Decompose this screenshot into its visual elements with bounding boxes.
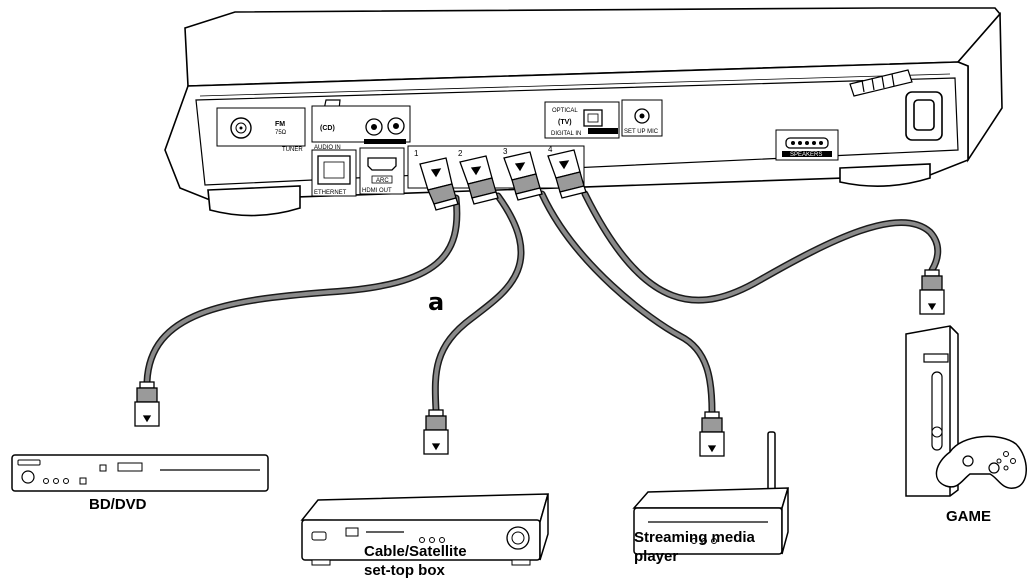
hdmi-in-number-2: 2	[458, 149, 463, 158]
callout-a: a	[428, 288, 445, 316]
tv-label: (TV)	[558, 119, 572, 126]
setup-mic-block: SET UP MIC	[621, 99, 663, 137]
fm-label: FM	[275, 121, 285, 128]
tuner-block: FM 75Ω TUNER	[216, 107, 306, 153]
receiver-foot-right	[839, 163, 931, 187]
hdmi-out-label: HDMI OUT	[362, 188, 392, 194]
digital-in-label: DIGITAL IN	[551, 131, 581, 137]
ethernet-block: ETHERNET	[311, 149, 357, 197]
set-top-box	[300, 493, 550, 566]
label-bd-dvd: BD/DVD	[89, 496, 147, 513]
label-streaming-line2: player	[634, 548, 679, 565]
plug-device-cable	[423, 409, 449, 455]
plug-device-bd	[134, 381, 160, 427]
hdmi-out-block: ARC HDMI OUT	[359, 147, 405, 195]
cable-3-outline	[538, 190, 716, 416]
label-cable-line2: set-top box	[364, 562, 445, 579]
arc-label: ARC	[376, 178, 389, 184]
cable-1-outline	[143, 194, 461, 386]
hdmi-cables	[143, 190, 942, 416]
cable-2-outline	[431, 192, 525, 414]
speakers-label: SPEAKERS	[790, 152, 822, 158]
hdmi-in-number-4: 4	[548, 145, 553, 154]
game-controller	[935, 435, 1027, 489]
receiver-side-plugs	[419, 149, 587, 211]
label-game: GAME	[946, 508, 991, 525]
cd-label: (CD)	[320, 125, 335, 132]
audio-in-label: AUDIO IN	[314, 145, 341, 151]
plug-device-streaming	[699, 411, 725, 457]
plug-receiver-1	[419, 157, 459, 211]
hdmi-in-number-3: 3	[503, 147, 508, 156]
hdmi-out-port	[367, 157, 397, 171]
tuner-label: TUNER	[282, 147, 303, 153]
plug-receiver-2	[459, 155, 499, 205]
cable-1	[145, 196, 459, 384]
digital-in-block: OPTICAL (TV) DIGITAL IN	[544, 101, 620, 139]
hdmi-in-number-1: 1	[414, 149, 419, 158]
fm-ohm-label: 75Ω	[275, 130, 287, 136]
plug-receiver-3	[503, 151, 543, 201]
streaming-antenna	[767, 431, 776, 495]
cable-4-outline	[581, 190, 942, 304]
speakers-block: SPEAKERS	[775, 129, 839, 161]
plug-receiver-4	[547, 149, 587, 199]
cable-2	[433, 194, 523, 412]
bd-dvd-player	[11, 454, 269, 492]
plug-device-game	[919, 269, 945, 315]
optical-label: OPTICAL	[552, 108, 578, 114]
cable-3	[540, 192, 714, 414]
setup-mic-label: SET UP MIC	[624, 129, 659, 135]
audio-in-block: (CD) AUDIO IN	[311, 105, 411, 151]
game-console	[905, 325, 1027, 497]
label-streaming-line1: Streaming media	[634, 529, 755, 546]
antenna-right	[849, 69, 913, 97]
label-cable-line1: Cable/Satellite	[364, 543, 467, 560]
device-side-plugs	[134, 269, 945, 457]
cable-4	[583, 192, 940, 303]
ethernet-label: ETHERNET	[314, 190, 347, 196]
receiver-foot-left	[207, 185, 301, 217]
streaming-media-player	[632, 431, 790, 555]
